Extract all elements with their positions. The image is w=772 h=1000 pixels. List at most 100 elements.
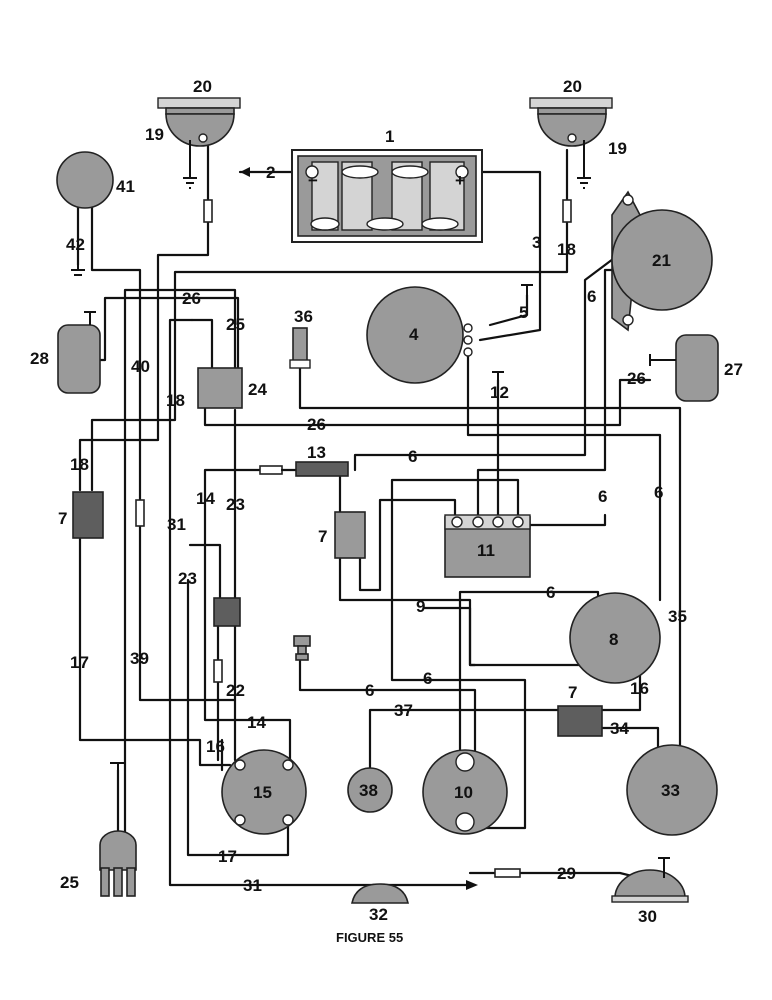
label-13: 13	[307, 443, 326, 462]
wire-35	[298, 363, 682, 762]
wire-13-7	[338, 248, 627, 517]
wire-6-a	[466, 348, 662, 602]
label-26a: 26	[182, 289, 201, 308]
figure-caption: FIGURE 55	[336, 930, 403, 945]
lamp-32	[351, 883, 409, 904]
lamp-41	[56, 151, 114, 209]
label-5: 5	[519, 303, 528, 322]
fuse-inline-39	[135, 499, 145, 527]
label-22: 22	[226, 681, 245, 700]
label-15: 15	[253, 783, 272, 802]
wire-26-right	[203, 378, 652, 427]
label-6e: 6	[546, 583, 555, 602]
wire-6-f	[298, 638, 477, 762]
horn-left	[57, 311, 101, 394]
label-12: 12	[490, 383, 509, 402]
regulator-11	[444, 371, 531, 578]
wire-31	[168, 318, 470, 887]
wire-2-arrow	[240, 167, 250, 177]
gauge-33	[626, 744, 718, 836]
ground-42	[71, 258, 85, 276]
label-41: 41	[116, 177, 135, 196]
label-31b: 31	[243, 876, 262, 895]
label-26c: 26	[627, 369, 646, 388]
wire-3	[468, 170, 542, 342]
label-6a: 6	[587, 287, 596, 306]
label-17a: 17	[70, 653, 89, 672]
label-19a: 19	[145, 125, 164, 144]
label-6b: 6	[408, 447, 417, 466]
label-35: 35	[668, 607, 687, 626]
label-3: 3	[532, 233, 541, 252]
fuse-inline-right	[562, 199, 572, 223]
wire-37	[368, 708, 562, 772]
plug-25	[99, 762, 137, 897]
label-18c: 18	[70, 455, 89, 474]
label-24: 24	[248, 380, 267, 399]
fuse-inline-left	[203, 199, 213, 223]
label-8: 8	[609, 630, 618, 649]
fuse-box-7-left	[72, 491, 104, 539]
fuse-box-7-right	[557, 705, 603, 737]
label-25a: 25	[226, 315, 245, 334]
wire-7-11	[358, 498, 457, 592]
label-30: 30	[638, 907, 657, 926]
label-1: 1	[385, 127, 394, 146]
wire-16-right	[598, 658, 642, 712]
wire-31-arrow	[466, 880, 478, 890]
gauge-10	[422, 749, 508, 835]
wire-headlamp-left	[78, 138, 210, 492]
label-6g: 6	[365, 681, 374, 700]
label-31a: 31	[167, 515, 186, 534]
label-27: 27	[724, 360, 743, 379]
switch-22	[213, 597, 241, 627]
label-23b: 23	[178, 569, 197, 588]
wire-headlamp-right	[90, 148, 569, 492]
starter-motor	[611, 190, 713, 332]
fuse-inline-14	[259, 465, 283, 475]
label-20b: 20	[563, 77, 582, 96]
headlamp-left	[157, 97, 241, 189]
label-37: 37	[394, 701, 413, 720]
fuse-inline-22	[213, 659, 223, 683]
wire-6-c	[518, 513, 607, 527]
label-34: 34	[610, 719, 629, 738]
label-19b: 19	[608, 139, 627, 158]
battery-minus-label: −	[308, 171, 318, 190]
label-9: 9	[416, 597, 425, 616]
wire-9b	[423, 606, 602, 667]
label-18a: 18	[557, 240, 576, 259]
label-33: 33	[661, 781, 680, 800]
label-38: 38	[359, 781, 378, 800]
label-18b: 18	[166, 391, 185, 410]
label-23a: 23	[226, 495, 245, 514]
wire-26-left	[86, 296, 240, 372]
wire-41	[76, 203, 237, 702]
wire-31b	[190, 318, 214, 372]
relay-24	[197, 367, 243, 409]
control-13	[295, 461, 349, 477]
label-14b: 14	[247, 713, 266, 732]
label-36: 36	[294, 307, 313, 326]
label-4: 4	[409, 325, 419, 344]
horn-right	[649, 334, 719, 402]
label-7a: 7	[58, 509, 67, 528]
labels: 1 2 3 4 5 6 6 6 6 6 6 6 7 7 7 8 9 10 11 …	[30, 77, 743, 945]
fuse-box-7-mid	[334, 511, 366, 559]
label-7b: 7	[318, 527, 327, 546]
label-6f: 6	[423, 669, 432, 688]
label-28: 28	[30, 349, 49, 368]
label-40: 40	[131, 357, 150, 376]
wires	[76, 138, 682, 890]
label-10: 10	[454, 783, 473, 802]
wire-6-e	[390, 478, 527, 830]
wire-25	[123, 288, 237, 852]
switch-36	[289, 327, 311, 369]
connector-top	[293, 635, 311, 661]
label-26b: 26	[307, 415, 326, 434]
label-32: 32	[369, 905, 388, 924]
wire-17	[78, 536, 232, 767]
gauge-8	[569, 592, 661, 684]
